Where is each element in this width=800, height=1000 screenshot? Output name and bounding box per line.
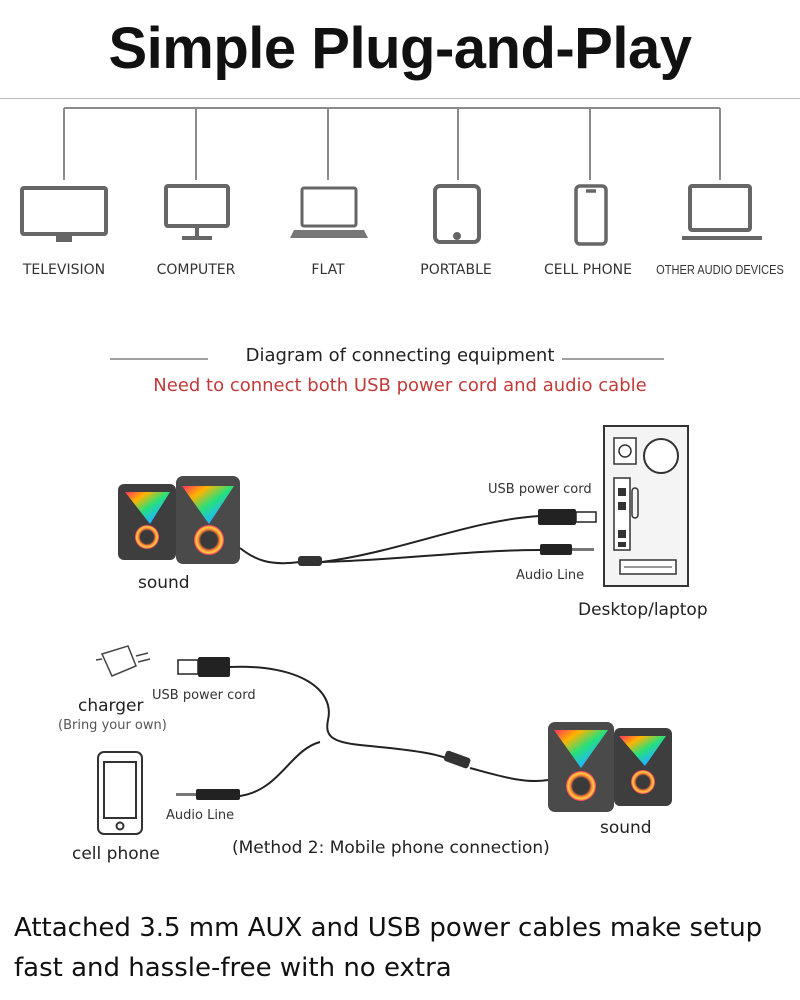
- page-title: Simple Plug-and-Play: [108, 16, 693, 81]
- speaker-label-bottom: sound: [600, 818, 652, 838]
- cell-phone-icon: [574, 184, 608, 246]
- aux-plug-icon-bottom: [176, 789, 240, 800]
- usb-plug-icon-top: [538, 509, 597, 525]
- cell-phone-label: cell phone: [72, 844, 160, 864]
- charger-label: charger: [78, 696, 144, 716]
- device-label-flat: FLAT: [311, 262, 345, 278]
- cell-phone-large-icon: [97, 751, 143, 835]
- title-divider: [0, 98, 800, 99]
- device-label-computer: COMPUTER: [156, 262, 236, 278]
- desktop-laptop-label: Desktop/laptop: [578, 600, 708, 620]
- computer-icon: [164, 184, 230, 240]
- diagram-heading: Diagram of connecting equipment: [245, 345, 555, 366]
- audio-line-label-bottom: Audio Line: [166, 808, 235, 823]
- speaker-pair-icon-bottom: [548, 722, 672, 812]
- usb-cord-label-bottom: USB power cord: [152, 688, 256, 703]
- desktop-tower-icon: [603, 425, 689, 587]
- device-label-television: TELEVISION: [22, 262, 106, 278]
- diagram-note: Need to connect both USB power cord and …: [153, 375, 647, 396]
- television-icon: [20, 186, 108, 242]
- usb-plug-icon-bottom: [177, 657, 230, 677]
- device-label-cell-phone: CELL PHONE: [544, 262, 632, 278]
- usb-cord-label-top: USB power cord: [488, 482, 592, 497]
- audio-line-label-top: Audio Line: [516, 568, 585, 583]
- charger-icon: [95, 645, 151, 677]
- description-text: Attached 3.5 mm AUX and USB power cables…: [14, 913, 763, 983]
- device-label-other-audio: OTHER AUDIO DEVICES: [656, 262, 784, 277]
- cable-method1: [239, 515, 541, 565]
- device-connector-tree: [63, 107, 721, 180]
- laptop-icon: [290, 186, 368, 238]
- inline-switch-bottom: [443, 750, 471, 769]
- tablet-icon: [433, 184, 481, 244]
- method2-caption: (Method 2: Mobile phone connection): [232, 838, 550, 858]
- speaker-pair-icon-top: [118, 476, 240, 564]
- cable-method2: [229, 665, 549, 797]
- audio-device-laptop-icon: [682, 184, 762, 240]
- inline-switch-top: [298, 556, 322, 566]
- device-label-portable: PORTABLE: [420, 262, 492, 278]
- speaker-label-top: sound: [138, 573, 190, 593]
- charger-note: (Bring your own): [58, 718, 167, 733]
- aux-plug-icon-top: [540, 544, 594, 555]
